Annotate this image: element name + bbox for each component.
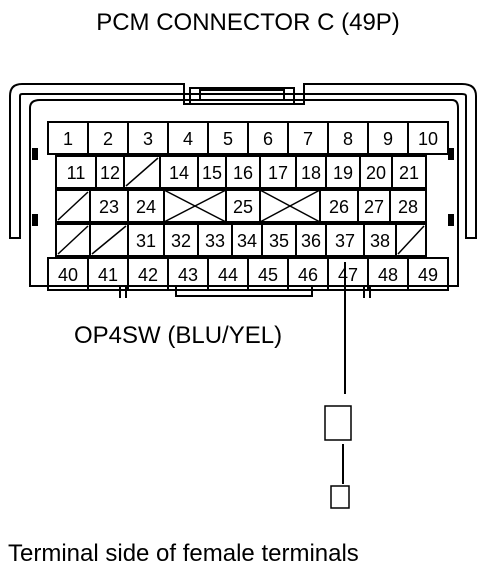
terminal-cell xyxy=(395,223,427,257)
terminal-label: 10 xyxy=(418,129,438,149)
terminal-cell xyxy=(407,257,449,291)
terminal-label: 16 xyxy=(233,163,253,183)
terminal-label: 46 xyxy=(298,265,318,285)
terminal-label: 26 xyxy=(329,197,349,217)
probe-wire xyxy=(324,262,352,509)
terminal-cell xyxy=(407,121,449,155)
terminal-label: 18 xyxy=(301,163,321,183)
terminal-label: 19 xyxy=(333,163,353,183)
terminal-label: 35 xyxy=(269,231,289,251)
terminal-label: 34 xyxy=(237,231,257,251)
terminal-label: 11 xyxy=(67,163,86,183)
unused-cavity-mark xyxy=(57,225,89,255)
plugged-cavity-mark xyxy=(259,189,321,223)
terminal-label: 25 xyxy=(233,197,253,217)
terminal-label: 48 xyxy=(378,265,398,285)
terminal-label: 15 xyxy=(202,163,222,183)
terminal-label: 27 xyxy=(364,197,384,217)
terminal-label: 9 xyxy=(383,129,393,149)
terminal-label: 3 xyxy=(143,129,153,149)
terminal-grid xyxy=(47,121,449,291)
terminal-label: 45 xyxy=(258,265,278,285)
terminal-label: 21 xyxy=(399,163,419,183)
terminal-label: 8 xyxy=(343,129,353,149)
terminal-label: 24 xyxy=(136,197,156,217)
terminal-label: 36 xyxy=(301,231,321,251)
plugged-cavity-mark xyxy=(163,189,227,223)
terminal-label: 42 xyxy=(138,265,158,285)
terminal-label: 6 xyxy=(263,129,273,149)
wire-label: OP4SW (BLU/YEL) xyxy=(74,322,282,349)
terminal-label: 7 xyxy=(303,129,313,149)
terminal-label: 32 xyxy=(171,231,191,251)
unused-cavity-mark xyxy=(91,225,127,255)
housing-keys xyxy=(32,148,454,226)
diagram-title: PCM CONNECTOR C (49P) xyxy=(96,9,400,36)
terminal-label: 14 xyxy=(169,163,189,183)
terminal-label: 28 xyxy=(398,197,418,217)
terminal-side-note: Terminal side of female terminals xyxy=(8,540,359,567)
terminal-label: 37 xyxy=(335,231,355,251)
terminal-label: 5 xyxy=(223,129,233,149)
terminal-label: 38 xyxy=(370,231,390,251)
terminal-label-probed: 47 xyxy=(338,265,358,285)
terminal-label: 49 xyxy=(418,265,438,285)
terminal-cell xyxy=(389,189,427,223)
terminal-label: 1 xyxy=(63,129,73,149)
unused-cavity-mark xyxy=(57,191,89,221)
terminal-label: 17 xyxy=(268,163,288,183)
unused-cavity-mark xyxy=(397,225,425,255)
terminal-label: 41 xyxy=(98,265,118,285)
unused-cavity-mark xyxy=(125,157,159,187)
terminal-label: 40 xyxy=(58,265,78,285)
terminal-label: 20 xyxy=(366,163,386,183)
terminal-label: 44 xyxy=(218,265,238,285)
terminal-label: 31 xyxy=(136,231,156,251)
terminal-label: 23 xyxy=(99,197,119,217)
terminal-label: 4 xyxy=(183,129,193,149)
terminal-label: 43 xyxy=(178,265,198,285)
terminal-cell xyxy=(391,155,427,189)
terminal-label: 33 xyxy=(205,231,225,251)
terminal-label: 2 xyxy=(103,129,113,149)
terminal-label: 12 xyxy=(100,163,120,183)
